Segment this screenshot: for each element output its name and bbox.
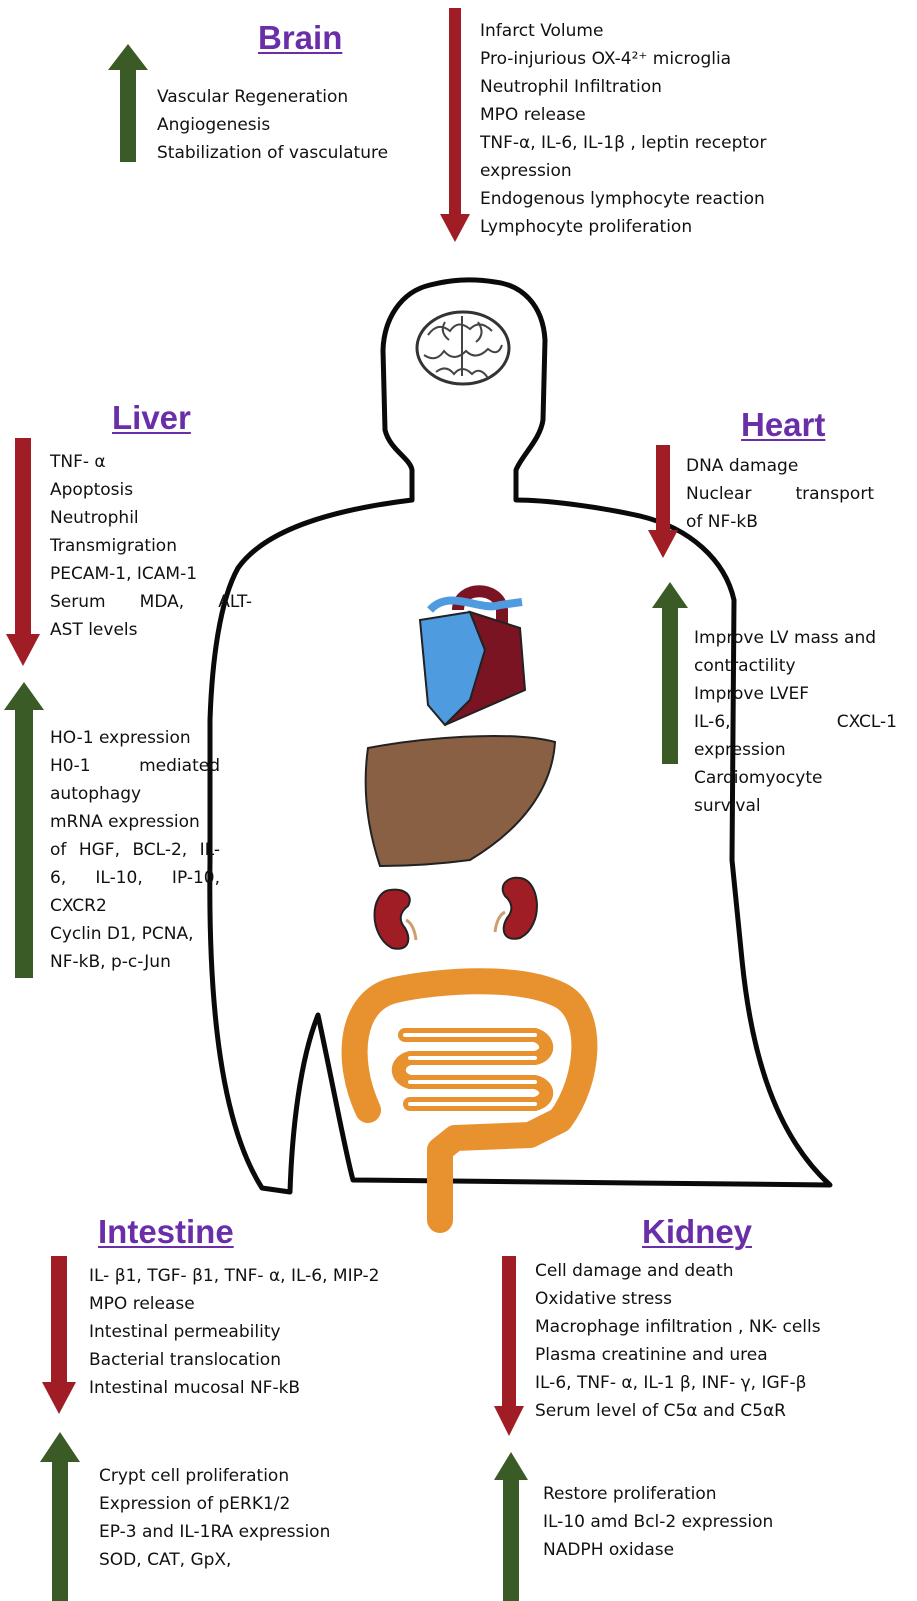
list-item: Cyclin D1, PCNA, bbox=[50, 920, 220, 948]
list-item: Crypt cell proliferation bbox=[99, 1462, 330, 1490]
list-item: IL-6, CXCL-1 bbox=[694, 708, 897, 736]
heart-down-list: DNA damage Nuclear transport of NF-kB bbox=[686, 452, 874, 536]
list-item: NADPH oxidase bbox=[543, 1536, 773, 1564]
list-item: SOD, CAT, GpX, bbox=[99, 1546, 330, 1574]
list-item: MPO release bbox=[480, 101, 766, 129]
intestine-up-list: Crypt cell proliferation Expression of p… bbox=[99, 1462, 330, 1574]
kidney-down-list: Cell damage and death Oxidative stress M… bbox=[535, 1257, 821, 1425]
list-item: Oxidative stress bbox=[535, 1285, 821, 1313]
list-item: Transmigration bbox=[50, 532, 252, 560]
heart-icon bbox=[420, 591, 525, 725]
list-item: Improve LVEF bbox=[694, 680, 897, 708]
heart-up-list: Improve LV mass and contractility Improv… bbox=[694, 624, 897, 820]
list-item: Cell damage and death bbox=[535, 1257, 821, 1285]
kidney-up-arrow bbox=[494, 1452, 528, 1601]
list-item: Endogenous lymphocyte reaction bbox=[480, 185, 766, 213]
brain-up-list: Vascular Regeneration Angiogenesis Stabi… bbox=[157, 83, 388, 167]
list-item: Serum level of C5α and C5αR bbox=[535, 1397, 821, 1425]
list-item: survival bbox=[694, 792, 897, 820]
list-item: Improve LV mass and bbox=[694, 624, 897, 652]
liver-title: Liver bbox=[112, 400, 191, 436]
list-item: Pro-injurious OX-4²⁺ microglia bbox=[480, 45, 766, 73]
list-item: IL- β1, TGF- β1, TNF- α, IL-6, MIP-2 bbox=[89, 1262, 379, 1290]
list-item: Serum MDA, ALT- bbox=[50, 588, 252, 616]
list-item: contractility bbox=[694, 652, 897, 680]
liver-up-list: HO-1 expression H0-1 mediated autophagy … bbox=[50, 724, 220, 976]
list-item: mRNA expression bbox=[50, 808, 220, 836]
list-item: of NF-kB bbox=[686, 508, 874, 536]
list-item: MPO release bbox=[89, 1290, 379, 1318]
list-item: Cardiomyocyte bbox=[694, 764, 897, 792]
list-item: Neutrophil bbox=[50, 504, 252, 532]
kidney-title: Kidney bbox=[642, 1214, 752, 1250]
list-item: Lymphocyte proliferation bbox=[480, 213, 766, 241]
kidneys-icon bbox=[375, 878, 537, 949]
brain-down-arrow bbox=[440, 8, 470, 242]
list-item: PECAM-1, ICAM-1 bbox=[50, 560, 252, 588]
kidney-up-list: Restore proliferation IL-10 amd Bcl-2 ex… bbox=[543, 1480, 773, 1564]
liver-down-arrow bbox=[6, 438, 40, 666]
list-item: TNF-α, IL-6, IL-1β , leptin receptor bbox=[480, 129, 766, 157]
brain-down-list: Infarct Volume Pro-injurious OX-4²⁺ micr… bbox=[480, 17, 766, 241]
list-item: Intestinal permeability bbox=[89, 1318, 379, 1346]
list-item: EP-3 and IL-1RA expression bbox=[99, 1518, 330, 1546]
kidney-down-arrow bbox=[494, 1256, 524, 1436]
brain-up-arrow bbox=[108, 44, 148, 162]
list-item: expression bbox=[694, 736, 897, 764]
list-item: Vascular Regeneration bbox=[157, 83, 388, 111]
list-item: Plasma creatinine and urea bbox=[535, 1341, 821, 1369]
list-item: Apoptosis bbox=[50, 476, 252, 504]
list-item: Restore proliferation bbox=[543, 1480, 773, 1508]
list-item: autophagy bbox=[50, 780, 220, 808]
list-item: HO-1 expression bbox=[50, 724, 220, 752]
list-item: IL-10 amd Bcl-2 expression bbox=[543, 1508, 773, 1536]
list-item: Nuclear transport bbox=[686, 480, 874, 508]
brain-title: Brain bbox=[258, 20, 342, 56]
list-item: Macrophage infiltration , NK- cells bbox=[535, 1313, 821, 1341]
list-item: Expression of pERK1/2 bbox=[99, 1490, 330, 1518]
list-item: CXCR2 bbox=[50, 892, 220, 920]
intestine-up-arrow bbox=[40, 1432, 80, 1601]
list-item: DNA damage bbox=[686, 452, 874, 480]
list-item: NF-kB, p-c-Jun bbox=[50, 948, 220, 976]
heart-up-arrow bbox=[652, 582, 688, 764]
list-item: Stabilization of vasculature bbox=[157, 139, 388, 167]
list-item: 6, IL-10, IP-10, bbox=[50, 864, 220, 892]
list-item: of HGF, BCL-2, IL- bbox=[50, 836, 220, 864]
heart-title: Heart bbox=[741, 407, 825, 443]
liver-icon bbox=[366, 736, 555, 866]
list-item: Bacterial translocation bbox=[89, 1346, 379, 1374]
list-item: Infarct Volume bbox=[480, 17, 766, 45]
intestine-down-list: IL- β1, TGF- β1, TNF- α, IL-6, MIP-2 MPO… bbox=[89, 1262, 379, 1402]
intestine-title: Intestine bbox=[98, 1214, 234, 1250]
list-item: Neutrophil Infiltration bbox=[480, 73, 766, 101]
list-item: Angiogenesis bbox=[157, 111, 388, 139]
liver-down-list: TNF- α Apoptosis Neutrophil Transmigrati… bbox=[50, 448, 252, 644]
heart-down-arrow bbox=[648, 445, 678, 558]
liver-up-arrow bbox=[4, 682, 44, 978]
list-item: H0-1 mediated bbox=[50, 752, 220, 780]
brain-icon bbox=[417, 312, 509, 384]
list-item: TNF- α bbox=[50, 448, 252, 476]
intestine-down-arrow bbox=[42, 1256, 76, 1414]
list-item: expression bbox=[480, 157, 766, 185]
list-item: Intestinal mucosal NF-kB bbox=[89, 1374, 379, 1402]
list-item: AST levels bbox=[50, 616, 252, 644]
list-item: IL-6, TNF- α, IL-1 β, INF- γ, IGF-β bbox=[535, 1369, 821, 1397]
